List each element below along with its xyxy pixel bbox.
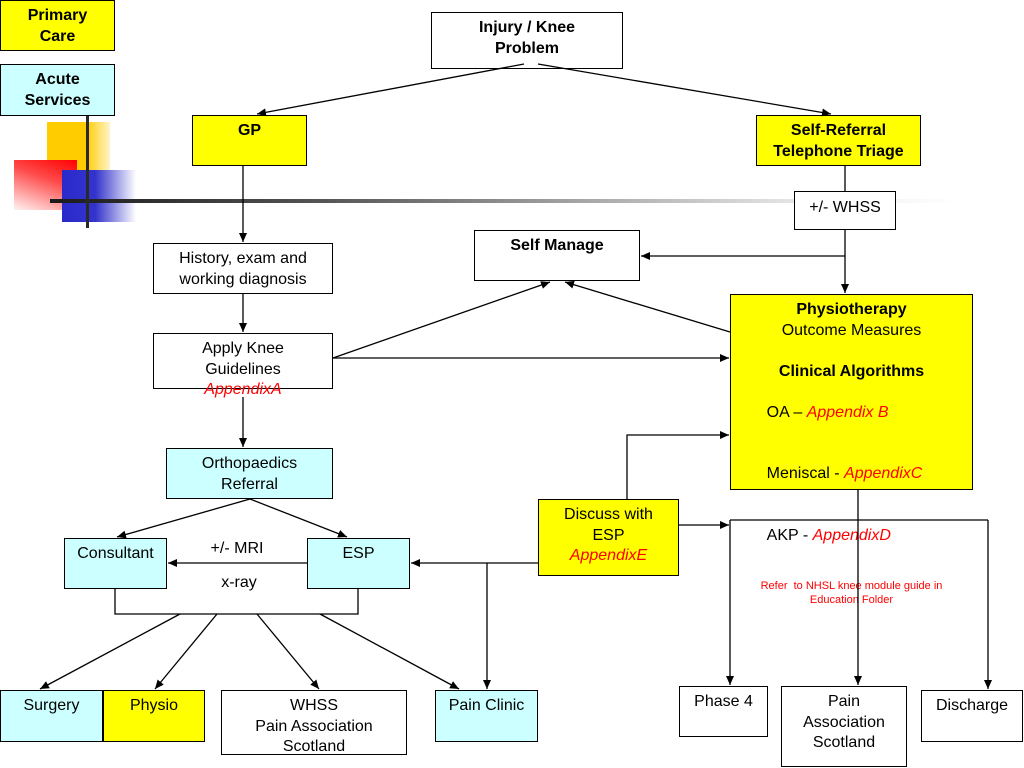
node-pain-clinic-label: Pain Clinic (448, 697, 525, 714)
arrow-injury-to-gp (256, 63, 525, 117)
arrow-physiotherapy-to-self-manage (564, 280, 731, 333)
arrow-bracket-to-pain-clinic (319, 613, 460, 690)
node-phase4: Phase 4 (679, 686, 768, 737)
algorithm-label: OA – (766, 403, 807, 421)
node-injury-label: Injury / Knee Problem (478, 19, 576, 57)
node-pain-association: Pain Association Scotland (781, 686, 907, 767)
arrow-injury-to-self-referral (537, 63, 832, 117)
node-whss-label: +/- WHSS (809, 199, 881, 216)
node-physiotherapy: Physiotherapy Outcome Measures Clinical … (730, 294, 973, 606)
edge-label-mri: +/- MRI (210, 540, 264, 557)
arrow-to-surgery (39, 613, 181, 690)
node-orthopaedics-referral-label: Orthopaedics Referral (201, 455, 298, 493)
node-esp-label: ESP (342, 545, 375, 562)
node-surgery: Surgery (0, 690, 103, 742)
node-whss-pain-association: WHSS Pain Association Scotland (221, 690, 407, 755)
node-pain-association-label: Pain Association Scotland (803, 693, 885, 751)
node-self-referral-label: Self-Referral Telephone Triage (773, 122, 904, 160)
node-discuss-esp-appendix: AppendixE (569, 547, 648, 564)
physiotherapy-note: Refer to NHSL knee module guide in Educa… (760, 580, 943, 606)
decor-blue-square (62, 170, 136, 222)
node-whss: +/- WHSS (794, 191, 896, 230)
node-gp: GP (192, 115, 307, 166)
physiotherapy-subtitle: Outcome Measures (781, 321, 922, 339)
node-injury: Injury / Knee Problem (431, 12, 623, 69)
node-discuss-esp-label: Discuss with ESP (564, 506, 653, 544)
node-self-manage: Self Manage (474, 230, 640, 281)
node-history-label: History, exam and working diagnosis (179, 250, 307, 288)
node-pain-clinic: Pain Clinic (435, 690, 538, 742)
node-physio-label: Physio (129, 697, 179, 714)
algorithm-row-akp: AKP - AppendixD (731, 505, 972, 567)
node-gp-label: GP (237, 122, 262, 139)
arrow-discuss-to-physiotherapy (626, 431, 729, 499)
algorithm-appendix: AppendixD (812, 526, 891, 544)
node-phase4-label: Phase 4 (694, 693, 753, 710)
node-discuss-esp: Discuss with ESP AppendixE (538, 499, 679, 576)
node-apply-guidelines: Apply Knee Guidelines AppendixA (153, 333, 333, 398)
decor-vertical-rule (86, 116, 89, 228)
node-discharge-label: Discharge (935, 697, 1009, 714)
node-whss-pain-association-label: WHSS Pain Association Scotland (255, 697, 373, 755)
node-surgery-label: Surgery (23, 697, 80, 714)
physiotherapy-spacer (731, 341, 972, 362)
node-orthopaedics-referral: Orthopaedics Referral (166, 448, 333, 499)
arrow-orthopaedics-to-consultant (116, 498, 251, 539)
legend-acute-services-label: Acute Services (24, 71, 91, 109)
node-esp: ESP (307, 538, 410, 589)
algorithm-row-oa: OA – Appendix B (731, 382, 972, 444)
node-apply-guidelines-appendix: AppendixA (204, 381, 282, 398)
decor-horizontal-rule (50, 199, 960, 203)
legend-primary-care-label: Primary Care (27, 7, 88, 45)
physiotherapy-title: Physiotherapy (796, 301, 907, 318)
legend-primary-care: Primary Care (0, 0, 115, 51)
arrow-orthopaedics-to-esp (249, 498, 348, 538)
arrow-to-whss-pain-association (256, 613, 320, 690)
algorithm-row-meniscal: Meniscal - AppendixC (731, 444, 972, 506)
algorithm-appendix: Appendix B (806, 403, 889, 421)
node-self-manage-label: Self Manage (510, 237, 604, 254)
algorithm-appendix: AppendixC (844, 465, 923, 482)
arrow-to-physio (154, 613, 218, 690)
edge-label-xray: x-ray (221, 574, 257, 591)
legend-acute-services: Acute Services (0, 64, 115, 116)
algorithm-label: Meniscal - (766, 465, 845, 482)
arrow-guidelines-to-self-manage (332, 281, 551, 359)
node-consultant: Consultant (64, 538, 167, 589)
node-apply-guidelines-label: Apply Knee Guidelines (202, 340, 284, 378)
algorithm-label: AKP - (766, 526, 813, 544)
node-history: History, exam and working diagnosis (153, 243, 333, 294)
node-physio: Physio (103, 690, 205, 742)
clinical-algorithms-title: Clinical Algorithms (778, 362, 925, 380)
node-consultant-label: Consultant (77, 545, 154, 562)
node-discharge: Discharge (921, 690, 1023, 742)
node-self-referral: Self-Referral Telephone Triage (756, 115, 921, 166)
